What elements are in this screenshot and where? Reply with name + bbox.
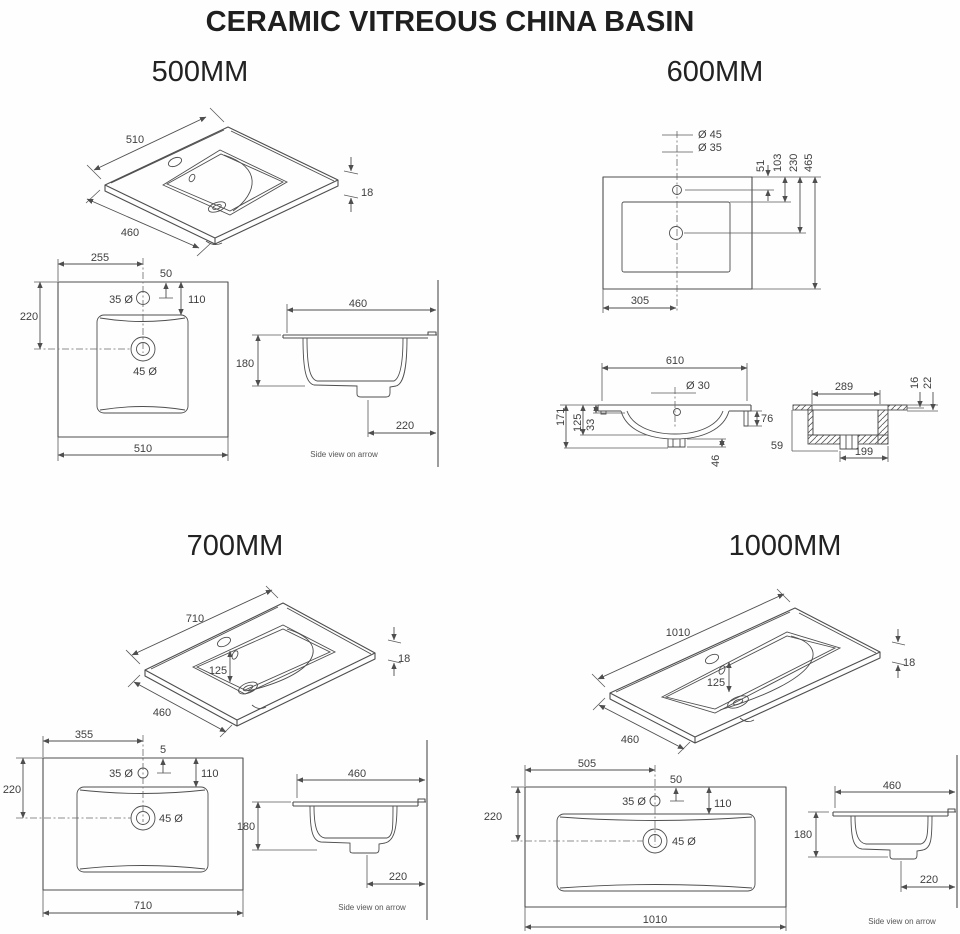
heading-500mm: 500MM [151,56,249,88]
dim-iso-depth-700: 460 [153,707,171,719]
dim-plan-465-600: 465 [803,154,815,172]
dim-front-46-600: 46 [710,455,722,467]
dim-plan-103-600: 103 [772,154,784,172]
dim-side-16-600: 16 [909,377,921,389]
dim-iso-thickness-700: 18 [398,653,410,665]
dim-plan-110-700: 110 [201,768,219,780]
label-overflow-dia-600: Ø 30 [686,380,710,392]
dim-plan-220-700: 220 [3,784,21,796]
caption-side-view-700: Side view on arrow [338,903,406,912]
quadrant-500mm: 510 460 18 255 50 110 [20,107,439,467]
dim-iso-thickness-500: 18 [361,187,373,199]
dim-plan-50-1000: 50 [670,774,682,786]
tap-hole-iso-1000 [704,653,720,665]
dim-iso-thickness-1000: 18 [903,657,915,669]
dim-iso-125-1000: 125 [707,677,725,689]
dim-plan-110-500: 110 [188,294,206,306]
plan-view-600: Ø 45 Ø 35 51 103 230 465 305 [602,129,821,313]
dim-plan-305-600: 305 [631,295,649,307]
dim-front-33-600: 33 [585,419,597,431]
quadrant-700mm: 125 710 460 18 355 [3,585,428,920]
dim-front-width-600: 610 [666,355,684,367]
overflow-hole-iso-500 [188,173,196,183]
label-tap-hole-700: 35 Ø [109,768,133,780]
dim-front-76-600: 76 [761,413,773,425]
dim-front-171-600: 171 [555,408,567,426]
dim-side-depth-1000: 460 [883,780,901,792]
dim-iso-width-1000: 1010 [666,627,690,639]
dim-side-depth-700: 460 [348,768,366,780]
dim-plan-5-700: 5 [160,744,166,756]
label-drain-hole-1000: 45 Ø [672,836,696,848]
isometric-view-1000: 125 1010 460 18 [591,588,915,755]
drain-plan-600 [669,226,683,240]
dim-plan-355-700: 355 [75,729,93,741]
dim-iso-depth-500: 460 [121,227,139,239]
tap-hole-plan-600 [672,185,682,195]
page-title: CERAMIC VITREOUS CHINA BASIN [205,6,695,38]
label-drain-hole-500: 45 Ø [133,366,157,378]
quadrant-600mm: Ø 45 Ø 35 51 103 230 465 305 610 [555,129,938,467]
overflow-hole-front-600 [673,408,681,416]
dim-side-height-1000: 180 [794,829,812,841]
dim-iso-depth-1000: 460 [621,734,639,746]
label-drain-hole-700: 45 Ø [159,813,183,825]
dim-side-220-500: 220 [396,420,414,432]
dim-side-height-500: 180 [236,358,254,370]
tap-hole-iso-500 [167,156,183,168]
isometric-view-700: 125 710 460 18 [125,585,410,738]
dim-iso-width-500: 510 [126,134,144,146]
label-tap-hole-500: 35 Ø [109,294,133,306]
dim-side-220-1000: 220 [920,874,938,886]
dim-plan-51-600: 51 [755,160,767,172]
dim-side-height-700: 180 [237,821,255,833]
dim-plan-505-1000: 505 [578,758,596,770]
drain-plan-500 [130,336,156,362]
label-tap-hole-1000: 35 Ø [622,796,646,808]
dim-plan-width-500: 510 [134,443,152,455]
side-view-1000: 460 180 220 Side view on arrow [794,755,958,926]
quadrant-1000mm: 125 1010 460 18 505 [484,588,958,931]
heading-700mm: 700MM [186,530,284,562]
drain-iso-700 [238,681,258,695]
side-section-view-600: 289 16 22 199 [792,377,938,462]
heading-1000mm: 1000MM [728,530,842,562]
dim-plan-110-1000: 110 [714,798,732,810]
plan-view-1000: 505 50 110 220 35 Ø 45 Ø 1010 [484,758,787,931]
heading-600mm: 600MM [666,56,764,88]
caption-side-view-1000: Side view on arrow [868,917,936,926]
label-tap-dia-600: Ø 35 [698,142,722,154]
tap-hole-iso-700 [217,636,231,648]
dim-side-depth-500: 460 [349,298,367,310]
dim-plan-width-700: 710 [134,900,152,912]
dim-side-220-700: 220 [389,871,407,883]
dim-plan-220-1000: 220 [484,811,502,823]
dim-front-125-600: 125 [572,414,584,432]
dim-plan-255-500: 255 [91,252,109,264]
plan-view-700: 355 5 110 220 35 Ø 45 Ø 710 [3,729,244,917]
dim-iso-width-700: 710 [186,613,204,625]
dim-iso-125-700: 125 [209,665,227,677]
overflow-hole-iso-1000 [718,665,726,675]
dim-plan-50-500: 50 [160,268,172,280]
dim-plan-width-1000: 1010 [643,914,667,926]
drain-iso-500 [207,201,227,213]
caption-side-view-500: Side view on arrow [310,450,378,459]
plan-view-500: 255 50 110 220 35 Ø 45 Ø 510 [20,252,229,461]
dim-plan-230-600: 230 [788,154,800,172]
dim-plan-220-500: 220 [20,311,38,323]
drain-iso-1000 [727,695,749,709]
front-section-view-600: 610 Ø 30 171 125 33 76 46 59 [555,355,838,467]
dim-side-199-600: 199 [855,446,873,458]
isometric-view-500: 510 460 18 [85,107,373,257]
dim-front-59-600: 59 [771,440,783,452]
label-drain-dia-600: Ø 45 [698,129,722,141]
side-view-700: 460 180 220 Side view on arrow [237,740,428,920]
dim-side-289-600: 289 [835,381,853,393]
dim-side-22-600: 22 [922,377,934,389]
side-view-500: 460 180 220 Side view on arrow [236,280,439,467]
